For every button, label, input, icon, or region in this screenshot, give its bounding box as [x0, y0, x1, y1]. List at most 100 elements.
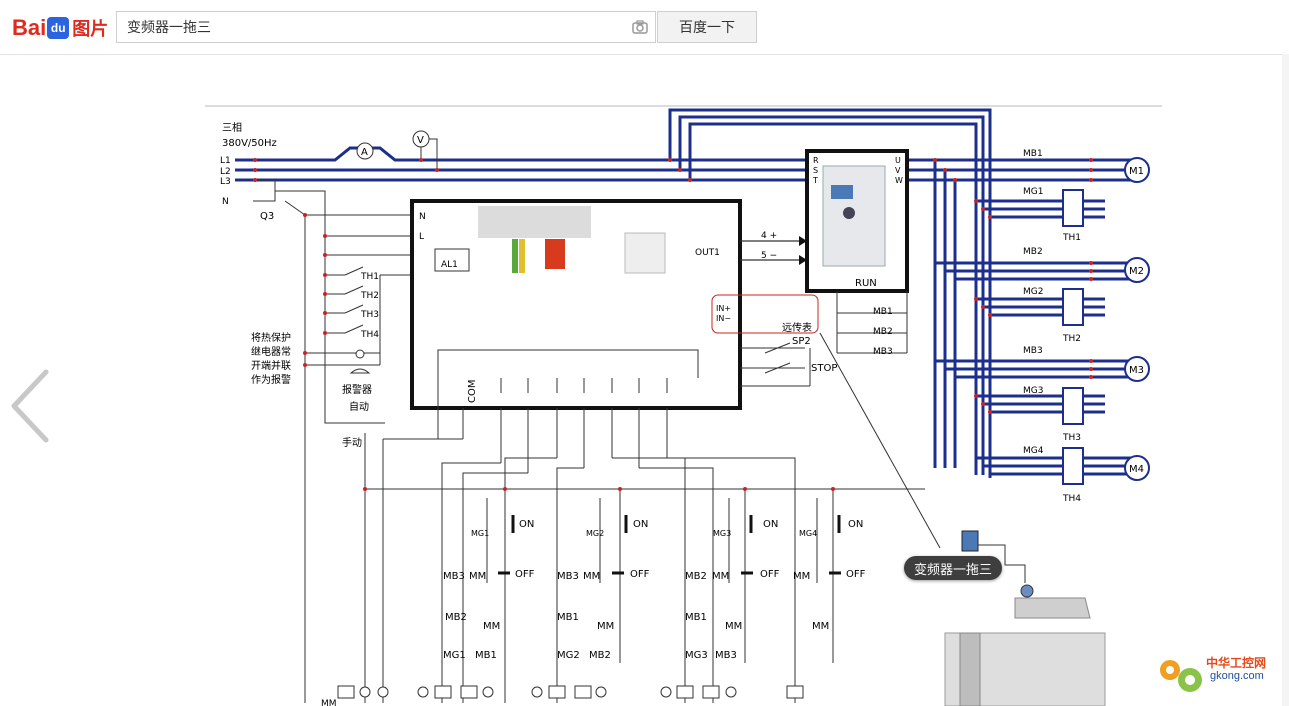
status-bar-green — [512, 239, 518, 273]
ammeter-label: A — [361, 147, 368, 158]
push-buttons — [498, 515, 841, 575]
bottom-lamps — [359, 686, 737, 698]
header-bar: Bai du 图片 百度一下 — [0, 0, 1289, 55]
motor-label-m3: M3 — [1129, 365, 1144, 376]
col3-off: OFF — [760, 569, 780, 580]
vfd-term-r: R — [813, 156, 819, 165]
col3-k4: MM — [725, 621, 742, 632]
mg3-label: MG3 — [1023, 386, 1043, 396]
search-button[interactable]: 百度一下 — [657, 11, 757, 43]
run-contact-wiring — [836, 291, 908, 354]
vfd-term-u: U — [895, 156, 901, 165]
voltmeter-label: V — [417, 135, 424, 146]
chevron-left-icon[interactable] — [6, 366, 54, 446]
sp2-label: SP2 — [792, 336, 811, 347]
control-wiring-left — [253, 179, 925, 703]
th4-label: TH4 — [1062, 494, 1081, 504]
vfd-display — [831, 185, 853, 199]
run-contact-mb3: MB3 — [873, 347, 893, 357]
status-bar-yellow — [519, 239, 525, 273]
run-label: RUN — [855, 278, 877, 289]
col2-k3: MB1 — [557, 612, 579, 623]
relay-label-th1: TH1 — [360, 272, 379, 282]
junction-nodes — [253, 158, 1093, 491]
motors — [1124, 157, 1150, 481]
col4-k4: MM — [812, 621, 829, 632]
mb3-label: MB3 — [1023, 346, 1043, 356]
vfd-term-s: S — [813, 166, 818, 175]
out-term-4: 4 + — [761, 231, 777, 241]
supply-phase-label: 三相 — [222, 121, 242, 134]
remote-sensor-highlight — [711, 294, 819, 334]
bus-taps — [933, 160, 1135, 476]
buzzer-label: 报警器 — [342, 383, 372, 396]
col3-k5: MG3 — [685, 650, 708, 661]
col1-k4: MM — [483, 621, 500, 632]
col1-k3: MB2 — [445, 612, 467, 623]
th1-label: TH1 — [1062, 233, 1081, 243]
bottom-coils — [337, 685, 804, 699]
col3-k2: MM — [712, 571, 729, 582]
gauge-cable — [978, 544, 1026, 583]
col2-mg: MG2 — [586, 529, 604, 538]
auto-label: 自动 — [349, 400, 369, 413]
search-box — [116, 11, 656, 43]
logo-text: Bai — [12, 15, 47, 40]
scrollbar[interactable] — [1282, 54, 1289, 706]
mb2-label: MB2 — [1023, 247, 1043, 257]
stop-label: STOP — [811, 363, 837, 374]
com-label: COM — [467, 380, 478, 403]
al1-label: AL1 — [441, 260, 458, 270]
camera-icon[interactable] — [631, 18, 649, 36]
col3-mg: MG3 — [713, 529, 731, 538]
mg1-label: MG1 — [1023, 187, 1043, 197]
search-input[interactable] — [117, 12, 637, 42]
watermark-url: gkong.com — [1210, 670, 1264, 682]
col2-k2: MM — [583, 571, 600, 582]
vfd-term-v: V — [895, 166, 901, 175]
col4-off: OFF — [846, 569, 866, 580]
in-plus-label: IN+ — [716, 304, 731, 313]
out1-label: OUT1 — [695, 248, 720, 258]
th3-label: TH3 — [1062, 433, 1081, 443]
baidu-images-logo[interactable]: Bai du 图片 — [12, 12, 108, 44]
manual-label: 手动 — [342, 436, 362, 449]
relay-label-th3: TH3 — [360, 310, 379, 320]
circuit-diagram[interactable]: 三相 380V/50Hz L1 L2 L3 N Q3 — [205, 103, 1162, 706]
vfd-term-w: W — [895, 176, 903, 185]
supply-voltage-label: 380V/50Hz — [222, 138, 277, 149]
col4-mg: MG4 — [799, 529, 817, 538]
col2-off: OFF — [630, 569, 650, 580]
col1-on: ON — [519, 519, 534, 530]
col2-k5: MG2 — [557, 650, 580, 661]
motor-label-m1: M1 — [1129, 166, 1144, 177]
watermark-name: 中华工控网 — [1206, 656, 1267, 670]
col3-k1: MB2 — [685, 571, 707, 582]
watermark: 中华工控网 gkong.com — [1154, 648, 1284, 698]
thermal-relays — [1062, 189, 1084, 485]
note-line-2: 继电器常 — [251, 345, 291, 358]
controller-term-n: N — [419, 212, 426, 222]
controller-device-sketch — [624, 232, 666, 274]
thermal-relay-contacts — [344, 266, 364, 334]
pipe-sketch — [944, 584, 1106, 706]
controller-output-contacts — [437, 349, 699, 473]
col2-k6: MB2 — [589, 650, 611, 661]
note-line-3: 开端并联 — [251, 359, 291, 372]
col1-mg: MG1 — [471, 529, 489, 538]
col1-k2: MM — [469, 571, 486, 582]
ammeter-icon — [356, 142, 374, 160]
controller-term-l: L — [419, 232, 424, 242]
col2-k1: MB3 — [557, 571, 579, 582]
line-label-l2: L2 — [220, 167, 231, 177]
col4-on: ON — [848, 519, 863, 530]
col3-k3: MB1 — [685, 612, 707, 623]
logo-section-label: 图片 — [72, 19, 109, 40]
sensor-label: 远传表 — [782, 321, 812, 334]
control-columns-wiring — [441, 457, 834, 703]
mg4-label: MG4 — [1023, 446, 1044, 456]
sp2-stop-wiring — [740, 332, 941, 549]
note-line-4: 作为报警 — [251, 373, 291, 386]
note-line-1: 将热保护 — [251, 331, 291, 344]
remote-gauge-icon — [961, 530, 979, 552]
